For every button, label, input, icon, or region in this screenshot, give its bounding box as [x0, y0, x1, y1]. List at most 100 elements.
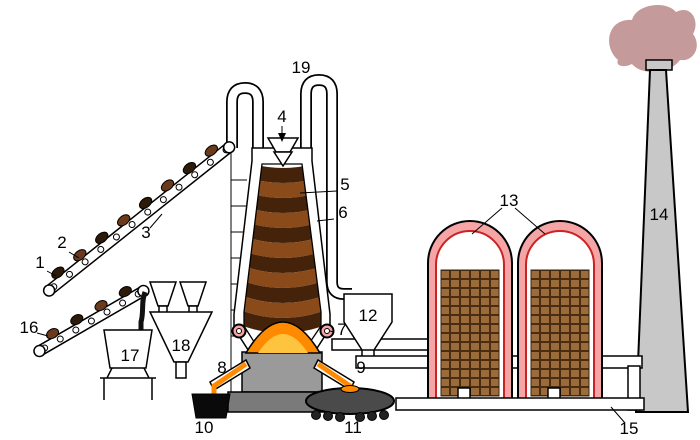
label-8: 8: [217, 358, 226, 377]
roller: [128, 221, 136, 229]
label-13: 13: [500, 191, 519, 210]
roller: [191, 171, 199, 179]
stove-b-checkerwork: [530, 269, 590, 397]
roller: [206, 158, 214, 166]
label-14: 14: [650, 205, 669, 224]
uptake-left-bore: [227, 83, 263, 160]
burden-layer: [244, 250, 321, 273]
charging-bell: [266, 137, 300, 168]
label-9: 9: [356, 358, 365, 377]
label-17: 17: [121, 346, 140, 365]
roller: [159, 196, 167, 204]
conveyor-upper: [42, 141, 236, 297]
ore-lump: [138, 196, 153, 210]
label-16: 16: [20, 318, 39, 337]
number-labels: 1 2 3 4 5 6 7 8 9 10 11 12 13 14 15 16 1…: [20, 58, 669, 438]
burden-layer: [244, 280, 321, 303]
roller: [81, 258, 89, 266]
stand-leg: [106, 367, 113, 379]
leader-4-arrowhead: [278, 133, 286, 142]
torpedo-opening: [340, 385, 360, 393]
label-6: 6: [338, 203, 347, 222]
ore-lump: [117, 214, 131, 227]
label-15: 15: [620, 419, 639, 438]
roller: [144, 208, 152, 216]
label-4: 4: [277, 107, 286, 126]
stove-b: [517, 220, 603, 401]
burden-layer: [244, 190, 321, 213]
label-5: 5: [340, 175, 349, 194]
label-11: 11: [344, 418, 362, 437]
roller: [175, 183, 183, 191]
leader-15: [610, 406, 626, 424]
leader-6: [316, 218, 335, 222]
roller: [112, 233, 120, 241]
molten-core: [258, 334, 308, 353]
leader-5: [299, 190, 338, 194]
burden-layer: [244, 265, 321, 288]
chimney-cap: [645, 59, 673, 71]
burden-layer: [244, 205, 321, 228]
label-3: 3: [141, 223, 150, 242]
ore-lump: [182, 161, 197, 175]
leader-13b: [514, 207, 546, 235]
leader-7: [329, 330, 335, 333]
weigh-hopper-spout: [175, 361, 187, 379]
torpedo-wheel: [335, 412, 345, 422]
conveyor-lower: [33, 284, 150, 358]
label-12: 12: [359, 306, 378, 325]
iron-stream-left: [211, 361, 248, 396]
ore-lump: [160, 179, 175, 192]
storage-bin: [103, 329, 153, 369]
roller: [119, 299, 127, 307]
ore-lump: [95, 231, 109, 244]
stove-a-checkerwork: [440, 269, 500, 397]
conveyor-upper-pulley-top: [222, 141, 236, 154]
weigh-hopper: [148, 311, 214, 363]
torpedo-wheel: [355, 412, 365, 422]
roller: [103, 308, 111, 316]
burden-layer: [244, 235, 321, 258]
leader-1: [46, 270, 57, 277]
ore-lump: [73, 249, 87, 262]
roller: [65, 270, 73, 278]
conveyor-upper-pulley-bottom: [42, 284, 56, 297]
label-10: 10: [195, 418, 214, 437]
leader-lines: [36, 126, 626, 424]
gas-uptakes: [226, 73, 352, 300]
label-7: 7: [337, 320, 346, 339]
stove-a: [427, 220, 513, 401]
conveyor-upper-rollers: [50, 146, 230, 291]
torpedo-wheel: [379, 410, 389, 420]
chimney-stack: [634, 69, 690, 413]
tuyere-left-bore: [236, 328, 242, 334]
conveyor-lower-lumps: [45, 286, 132, 340]
burden-layer: [244, 175, 321, 198]
roller: [72, 326, 80, 334]
downcomer-bore: [301, 75, 352, 299]
roller: [56, 335, 64, 343]
roller: [97, 245, 105, 253]
torpedo-wheel: [323, 411, 333, 421]
ore-lump: [70, 314, 84, 326]
falling-material-stream: [138, 291, 148, 330]
leader-16: [36, 332, 49, 337]
hot-blast-main-pipe: [331, 338, 435, 351]
roller: [87, 317, 95, 325]
ore-lump: [118, 286, 132, 298]
leader-2: [68, 251, 80, 259]
leader-13a: [471, 207, 503, 235]
label-19: 19: [292, 58, 311, 77]
gas-main-lower-pipe: [395, 397, 645, 411]
ore-lump: [45, 328, 60, 340]
ore-lump: [94, 300, 108, 312]
stand-leg: [143, 367, 150, 379]
burden-layer: [244, 220, 321, 243]
ladle: [191, 393, 231, 419]
conveyor-lower-pulley-bottom: [33, 344, 46, 358]
dust-catcher: [343, 293, 393, 351]
small-hopper-a: [148, 281, 178, 307]
ore-lump: [204, 144, 218, 157]
